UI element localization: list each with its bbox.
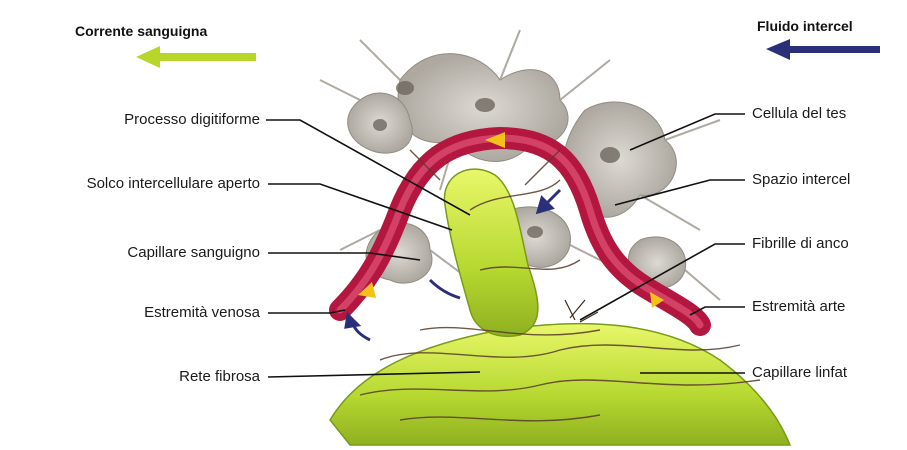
- label-processo-digitiforme: Processo digitiforme: [124, 111, 260, 129]
- label-cellula-tessuto: Cellula del tes: [752, 105, 846, 123]
- label-capillare-sanguigno: Capillare sanguigno: [127, 244, 260, 262]
- label-fibrille-ancoraggio: Fibrille di anco: [752, 235, 849, 253]
- blood-flow-legend-arrow: [136, 46, 256, 68]
- label-spazio-intercellulare: Spazio intercel: [752, 171, 850, 189]
- label-solco-intercellulare: Solco intercellulare aperto: [87, 175, 260, 193]
- label-rete-fibrosa: Rete fibrosa: [179, 368, 260, 386]
- interstitial-fluid-legend-arrow: [766, 39, 880, 60]
- label-capillare-linfatico: Capillare linfat: [752, 364, 847, 382]
- blood-flow-legend-label: Corrente sanguigna: [75, 23, 207, 39]
- label-estremita-venosa: Estremità venosa: [144, 304, 260, 322]
- interstitial-fluid-legend-label: Fluido intercel: [757, 18, 853, 34]
- label-estremita-arteriosa: Estremità arte: [752, 298, 845, 316]
